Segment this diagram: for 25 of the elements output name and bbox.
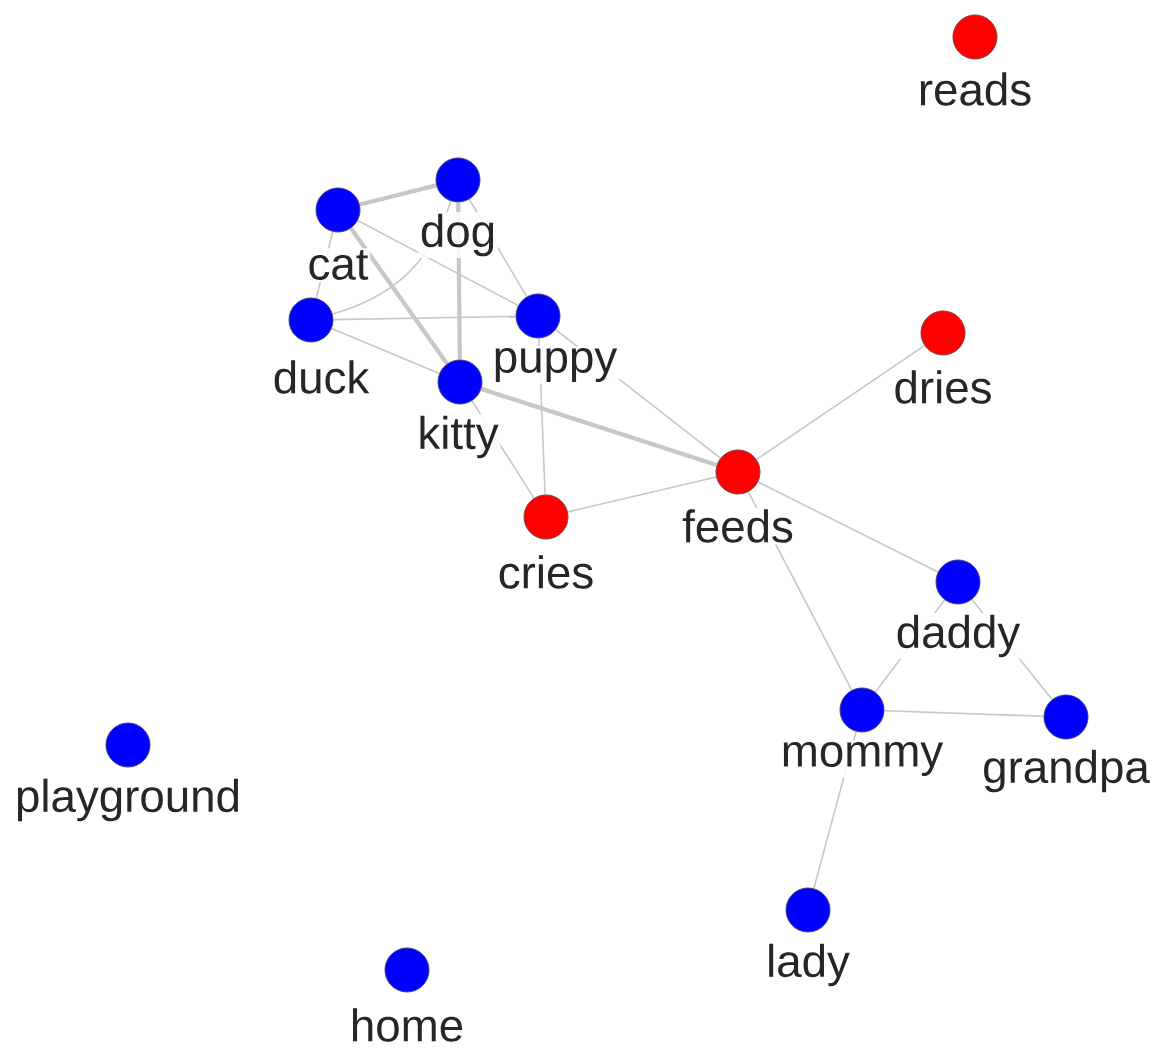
- edge-line: [332, 315, 517, 321]
- edge-line: [349, 227, 449, 365]
- node-label: puppy: [491, 346, 619, 384]
- node-label: cat: [305, 248, 371, 282]
- node-label: daddy: [894, 612, 1022, 660]
- node-label: feeds: [680, 507, 796, 545]
- node-label: reads: [916, 70, 1034, 108]
- node-label: mommy: [779, 740, 945, 778]
- edge-line: [330, 327, 441, 375]
- edge-line: [755, 344, 926, 461]
- edge-line: [356, 219, 520, 307]
- node-label: dog: [418, 211, 498, 259]
- edge-line: [359, 183, 437, 207]
- node-label: kitty: [415, 413, 501, 461]
- node-label: home: [348, 1006, 466, 1044]
- node-label: cries: [496, 553, 596, 591]
- node-label: grandpa: [980, 747, 1152, 795]
- node-label: dries: [891, 368, 995, 406]
- edge-line: [883, 709, 1045, 717]
- edge-line: [480, 386, 718, 468]
- node-label: duck: [271, 358, 371, 396]
- node-label: lady: [764, 941, 852, 989]
- edge-line: [566, 476, 718, 513]
- node-label: playground: [13, 776, 243, 824]
- edge-line: [757, 481, 939, 573]
